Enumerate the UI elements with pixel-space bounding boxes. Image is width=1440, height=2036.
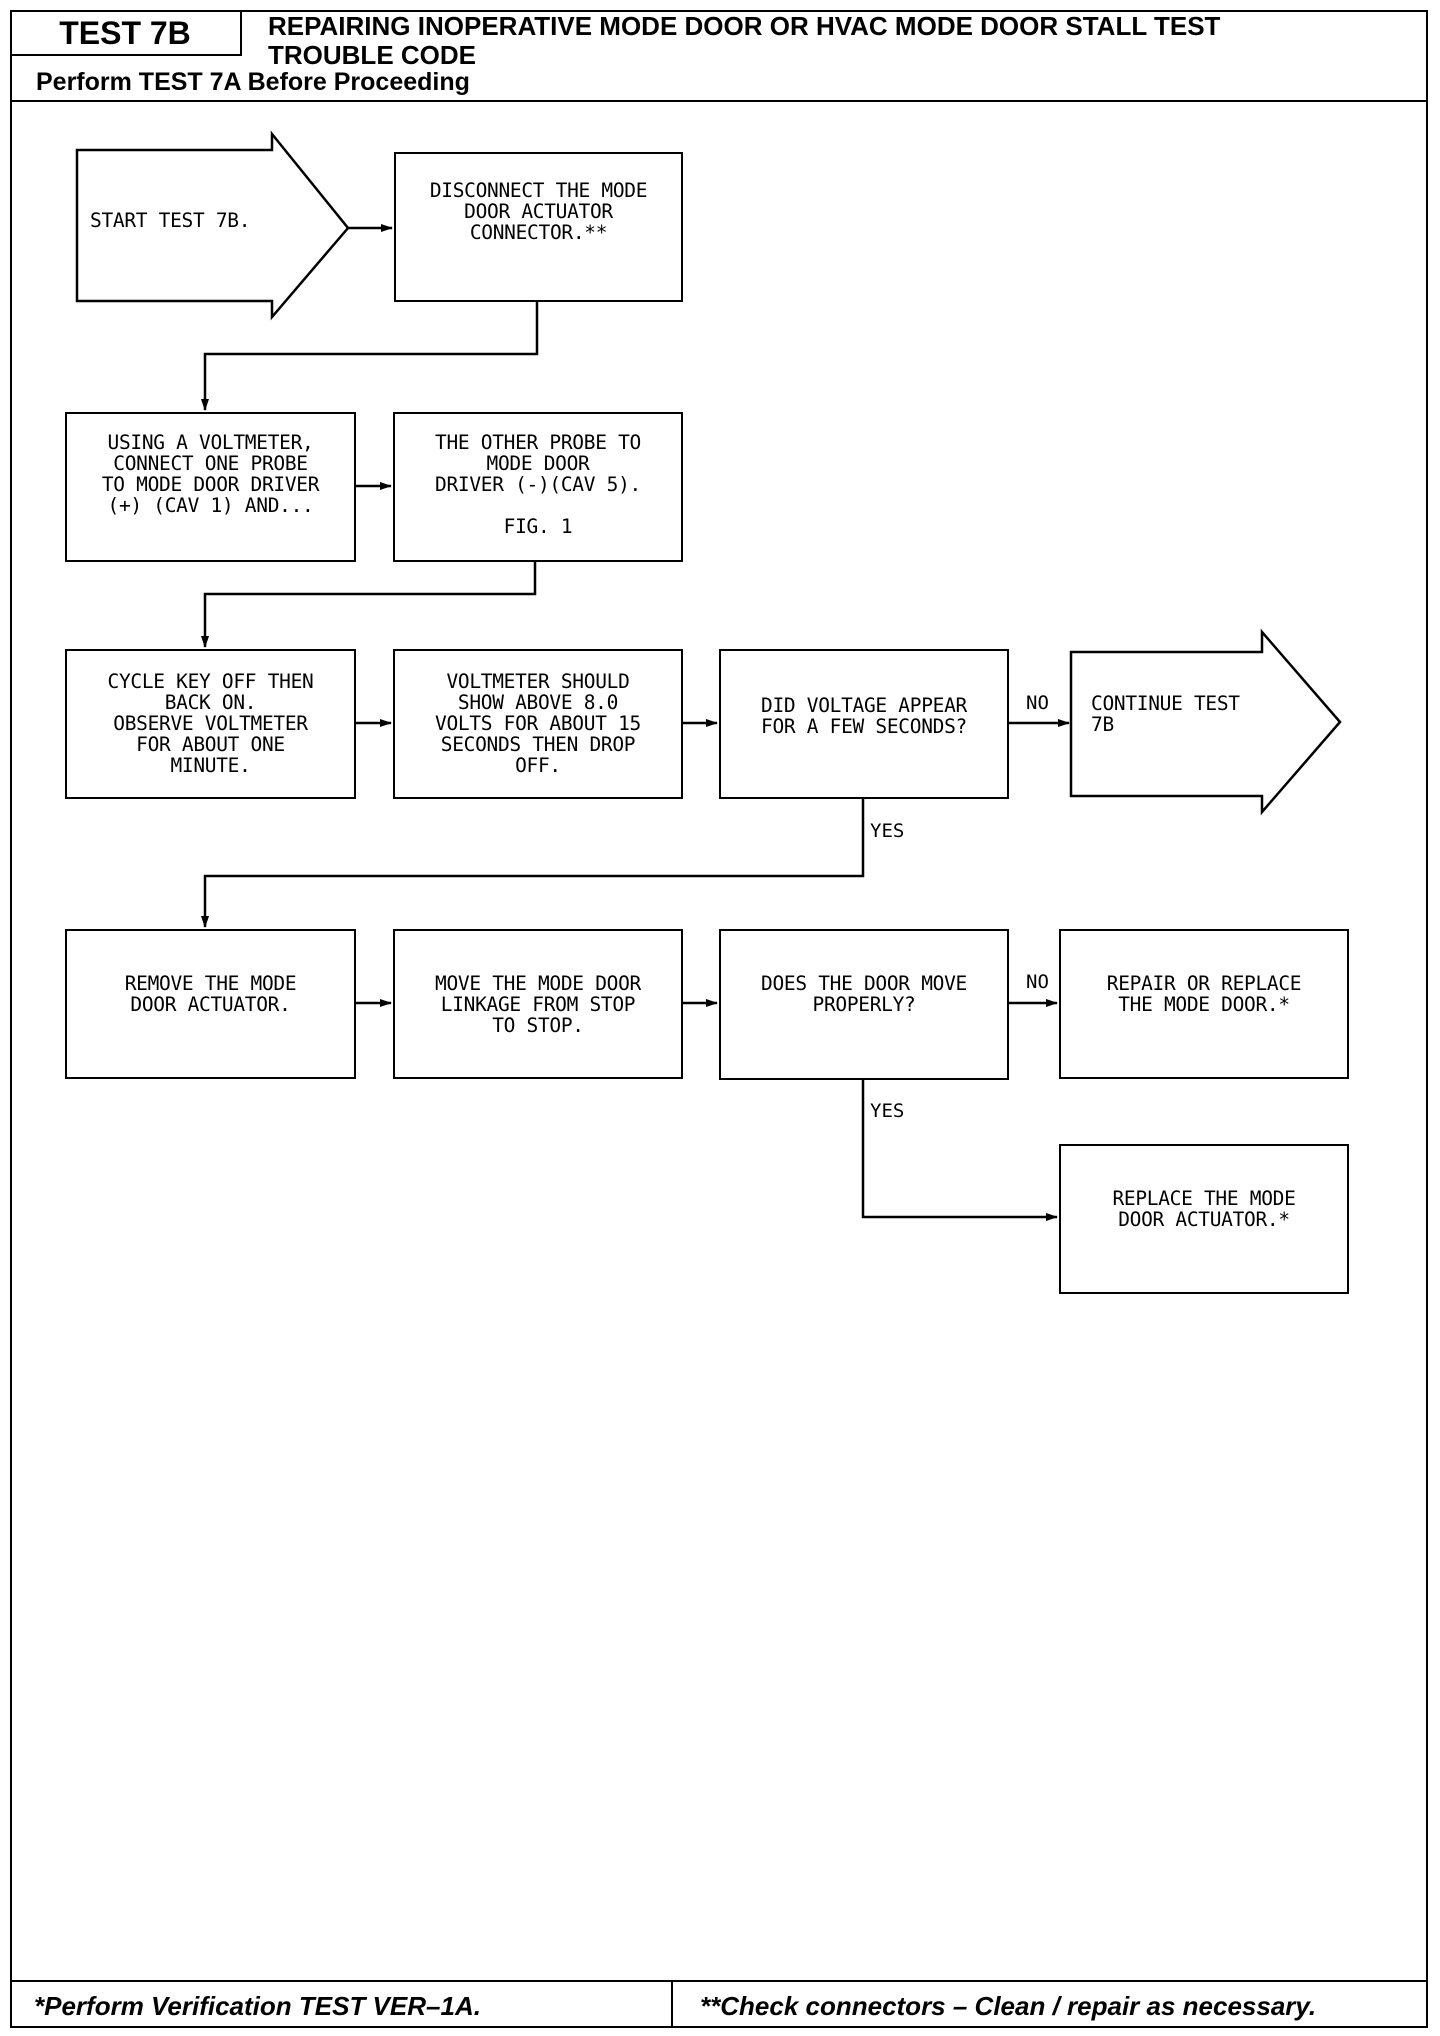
- start-arrow-shape: [75, 130, 350, 321]
- cycle-key-box: CYCLE KEY OFF THEN BACK ON. OBSERVE VOLT…: [65, 649, 356, 799]
- label-yes: YES: [870, 1100, 905, 1122]
- test-id: TEST 7B: [10, 10, 242, 56]
- label-yes: YES: [870, 820, 905, 842]
- start-test-text: START TEST 7B.: [90, 209, 251, 232]
- footer-divider: [10, 1980, 1428, 1982]
- footer-note-verification: *Perform Verification TEST VER–1A.: [34, 1991, 481, 2021]
- footer-note-connectors: **Check connectors – Clean / repair as n…: [700, 1991, 1317, 2021]
- repair-mode-door-box: REPAIR OR REPLACE THE MODE DOOR.*: [1059, 929, 1349, 1079]
- page-subtitle: Perform TEST 7A Before Proceeding: [36, 68, 470, 96]
- page-title: REPAIRING INOPERATIVE MODE DOOR OR HVAC …: [268, 11, 1221, 70]
- remove-actuator-box: REMOVE THE MODE DOOR ACTUATOR.: [65, 929, 356, 1079]
- move-linkage-box: MOVE THE MODE DOOR LINKAGE FROM STOP TO …: [393, 929, 683, 1079]
- continue-test-text: CONTINUE TEST 7B: [1091, 692, 1240, 736]
- label-no: NO: [1026, 971, 1049, 993]
- page-frame: [10, 10, 1428, 2028]
- did-voltage-appear-box: DID VOLTAGE APPEAR FOR A FEW SECONDS?: [719, 649, 1009, 799]
- header-divider: [10, 100, 1428, 102]
- disconnect-connector-box: DISCONNECT THE MODE DOOR ACTUATOR CONNEC…: [394, 152, 683, 302]
- continue-arrow-shape: [1069, 628, 1342, 816]
- replace-actuator-box: REPLACE THE MODE DOOR ACTUATOR.*: [1059, 1144, 1349, 1294]
- voltmeter-should-show-box: VOLTMETER SHOULD SHOW ABOVE 8.0 VOLTS FO…: [393, 649, 683, 799]
- other-probe-box: THE OTHER PROBE TO MODE DOOR DRIVER (-)(…: [393, 412, 683, 562]
- door-move-box: DOES THE DOOR MOVE PROPERLY?: [719, 929, 1009, 1080]
- footer-separator: [671, 1980, 673, 2028]
- label-no: NO: [1026, 692, 1049, 714]
- voltmeter-probe-box: USING A VOLTMETER, CONNECT ONE PROBE TO …: [65, 412, 356, 562]
